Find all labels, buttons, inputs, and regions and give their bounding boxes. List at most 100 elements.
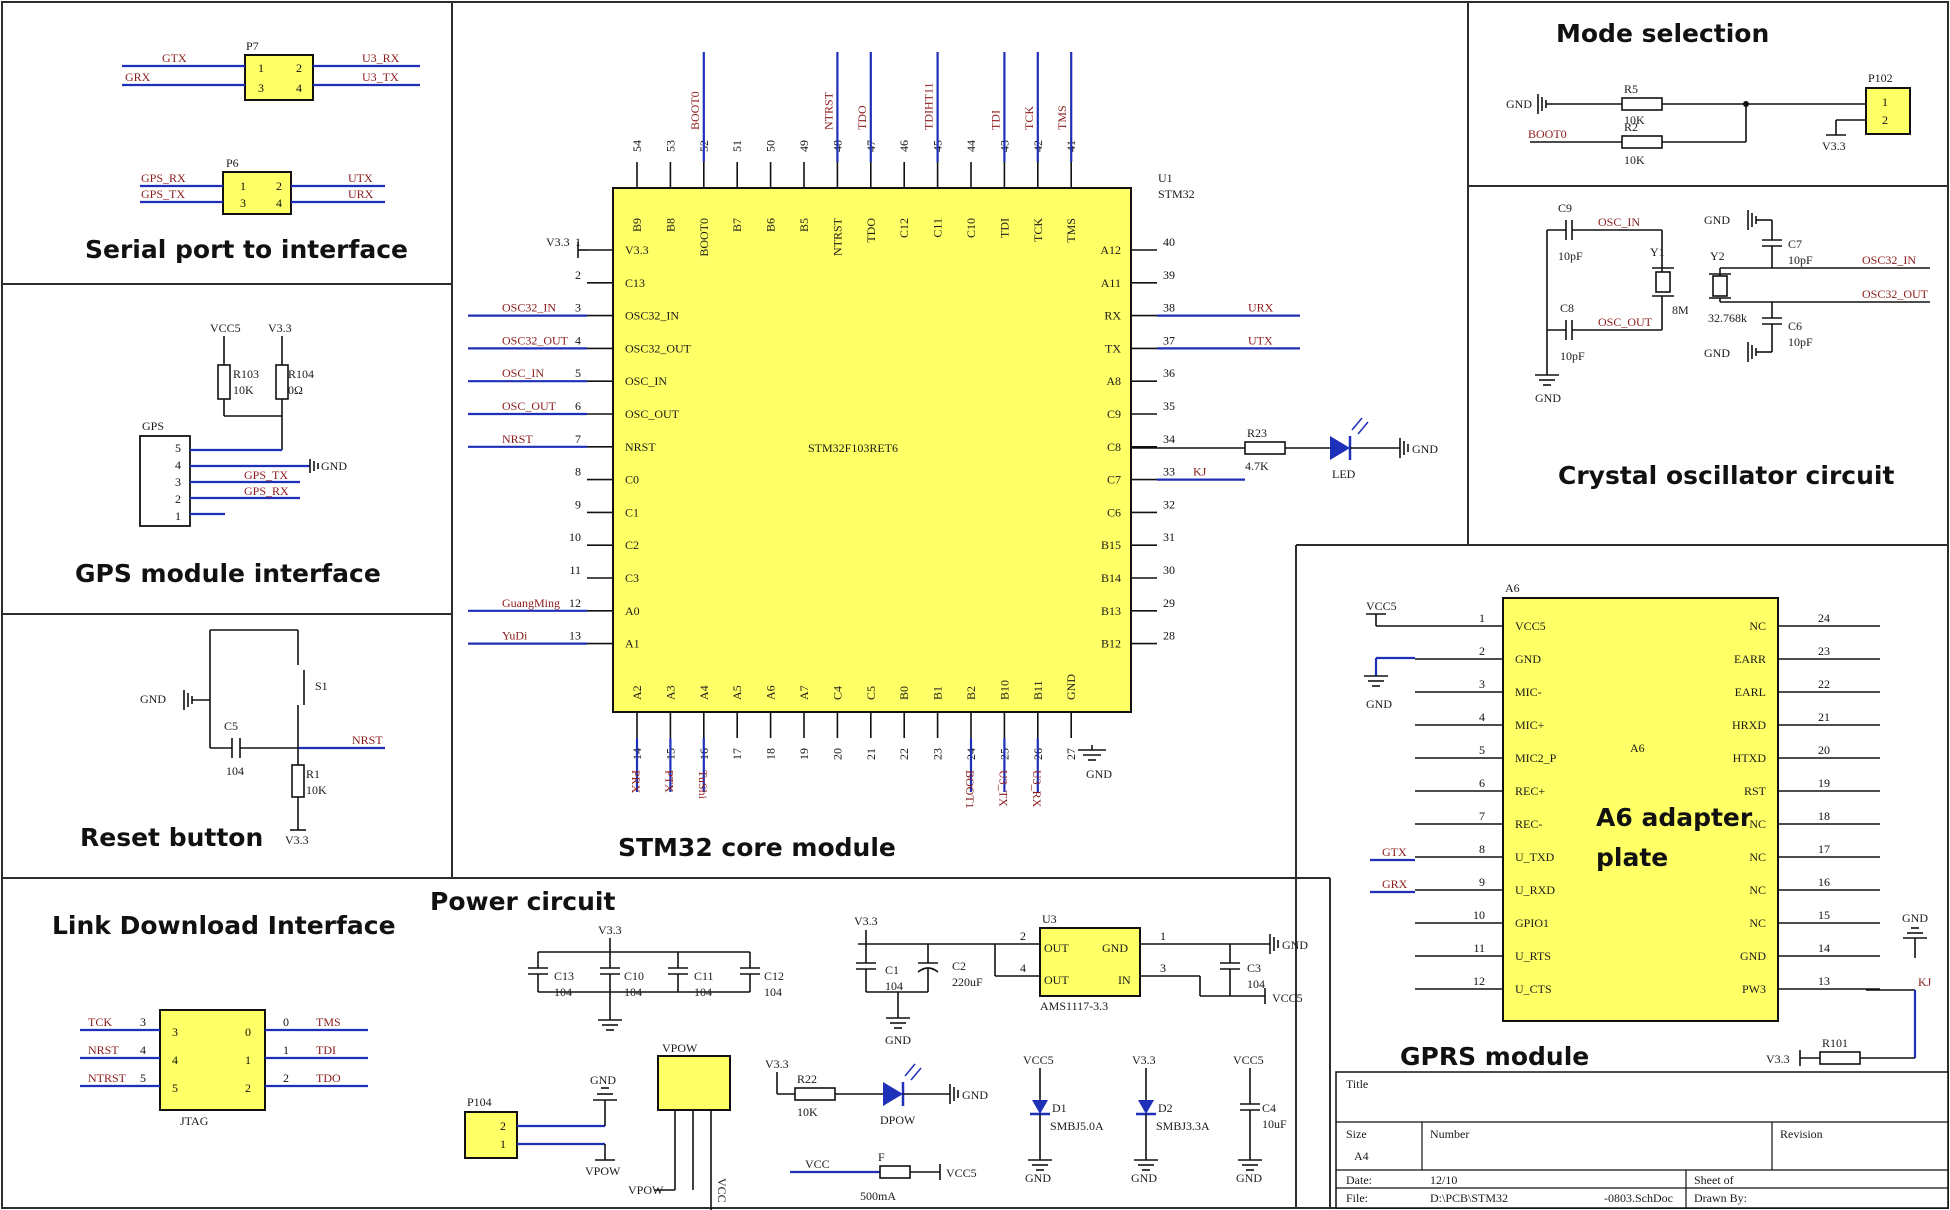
p104-pin1: 1 <box>500 1137 506 1151</box>
mode-boot0-label: BOOT0 <box>1528 127 1567 141</box>
mode-v33-label: V3.3 <box>1822 139 1846 153</box>
stm32-pin-5-label: OSC_IN <box>625 374 667 388</box>
stm32-pin-11-number: 11 <box>569 563 581 577</box>
a6-pin-17-number: 17 <box>1818 842 1830 856</box>
a6-pin-24-label: NC <box>1749 619 1766 633</box>
net-urx-label: URX <box>1248 301 1274 315</box>
jtag-pin0: 0 <box>245 1025 251 1039</box>
a6-gtx-label: GTX <box>1382 845 1407 859</box>
fuse-vcc5-label: VCC5 <box>946 1166 977 1180</box>
stm32-pin-27-number: 27 <box>1064 748 1078 760</box>
p102-ref: P102 <box>1868 71 1893 85</box>
a6-pin-17-label: NC <box>1749 850 1766 864</box>
p6-pin4: 4 <box>276 196 282 210</box>
u3-pin3: 3 <box>1160 961 1166 975</box>
pwr-v33-label: V3.3 <box>598 923 622 937</box>
stm32-pin-28-number: 28 <box>1163 629 1175 643</box>
p104-gnd-label: GND <box>590 1073 616 1087</box>
stm32-pin-30-number: 30 <box>1163 563 1175 577</box>
net-tushi-label: TuShi <box>696 770 710 800</box>
fuse-value: 500mA <box>860 1189 896 1203</box>
stm32-pin-32-label: C6 <box>1107 505 1121 519</box>
p7-pin2: 2 <box>296 61 302 75</box>
a6-gnd-right-label: GND <box>1902 911 1928 925</box>
r2-resistor <box>1621 135 1663 149</box>
stm32-pin-4-label: OSC32_OUT <box>625 341 692 355</box>
a6-pin-6-label: REC+ <box>1515 784 1545 798</box>
u3-in-label: IN <box>1118 973 1131 987</box>
stm32-pin-39-number: 39 <box>1163 268 1175 282</box>
stm32-pin-37-label: TX <box>1105 341 1121 355</box>
stm32-pin-40-label: A12 <box>1100 243 1121 257</box>
osc32-in-label: OSC32_IN <box>1862 253 1916 267</box>
a6-pin-16-label: NC <box>1749 883 1766 897</box>
a6-pin-11-number: 11 <box>1473 941 1485 955</box>
stm32-pin-7-label: NRST <box>625 440 656 454</box>
stm32-pin-44-label: C10 <box>964 218 978 238</box>
stm32-pin-8-number: 8 <box>575 465 581 479</box>
jtag-pin4: 4 <box>172 1053 178 1067</box>
cap-c10-ref: C10 <box>624 969 644 983</box>
net-ptx-label: PTX <box>662 770 676 793</box>
a6-grx-label: GRX <box>1382 877 1408 891</box>
c1-ref: C1 <box>885 963 899 977</box>
gps-pin2: 2 <box>175 492 181 506</box>
tb-title: Title <box>1346 1077 1368 1091</box>
stm32-pin-27-label: GND <box>1064 674 1078 700</box>
stm32-pin-44-number: 44 <box>964 140 978 152</box>
p6-net-gpstx: GPS_TX <box>141 187 185 201</box>
r101-resistor <box>1819 1051 1861 1065</box>
link-section-title: Link Download Interface <box>52 911 396 940</box>
a6-plate-line2: plate <box>1596 843 1668 872</box>
c3-vcc5-label: VCC5 <box>1272 991 1303 1005</box>
stm32-pin-20-label: C4 <box>830 686 844 700</box>
net-tdi-label: TDI <box>988 110 1002 130</box>
stm32-pin-13-number: 13 <box>569 629 581 643</box>
p6-pin1: 1 <box>240 179 246 193</box>
a6-pin-10-label: GPIO1 <box>1515 916 1549 930</box>
net-boot0-label: BOOT0 <box>688 91 702 130</box>
u3-pin4: 4 <box>1020 961 1026 975</box>
a6-pin-5-number: 5 <box>1479 743 1485 757</box>
a6-pin-18-label: NC <box>1749 817 1766 831</box>
stm32-pin-35-label: C9 <box>1107 407 1121 421</box>
c9-ref: C9 <box>1558 201 1572 215</box>
a6-pin-2-number: 2 <box>1479 644 1485 658</box>
stm32-pin-1-label: V3.3 <box>625 243 649 257</box>
stm32-pin-21-label: C5 <box>864 686 878 700</box>
p104-vpow-label: VPOW <box>585 1164 621 1178</box>
r22-value: 10K <box>797 1105 818 1119</box>
stm32-pin-34-label: C8 <box>1107 440 1121 454</box>
stm32-pin-25-label: B10 <box>997 680 1011 700</box>
stm32-pin-42-label: TCK <box>1031 218 1045 242</box>
a6-pins: 1VCC52GND3MIC-4MIC+5MIC2_P6REC+7REC-8U_T… <box>1415 611 1880 996</box>
stm32-pin-48-label: NTRST <box>830 217 844 256</box>
tb-file-doc: -0803.SchDoc <box>1604 1191 1673 1205</box>
u3-pin1: 1 <box>1160 929 1166 943</box>
a6-pin-6-number: 6 <box>1479 776 1485 790</box>
stm32-pin-49-number: 49 <box>797 140 811 152</box>
p102-pin2: 2 <box>1882 113 1888 127</box>
c4-vcc5-label: VCC5 <box>1233 1053 1264 1067</box>
a6-pin-3-label: MIC- <box>1515 685 1542 699</box>
gps-vcc5-label: VCC5 <box>210 321 241 335</box>
net-tdo-label: TDO <box>855 105 869 130</box>
tb-date-value: 12/10 <box>1430 1173 1457 1187</box>
a6-pin-11-label: U_RTS <box>1515 949 1551 963</box>
stm32-pin-38-number: 38 <box>1163 301 1175 315</box>
a6-pin-8-label: U_TXD <box>1515 850 1555 864</box>
stm32-pin-12-label: A0 <box>625 604 640 618</box>
stm32-pin-49-label: B5 <box>797 218 811 232</box>
dpow-led-icon <box>883 1082 903 1106</box>
r1-value: 10K <box>306 783 327 797</box>
jtag-pin3: 3 <box>172 1025 178 1039</box>
r2-value: 10K <box>1624 153 1645 167</box>
c2-value: 220uF <box>952 975 983 989</box>
reset-group: GND S1 C5 104 NRST R1 10K V3.3 <box>140 629 385 847</box>
c4-value: 10uF <box>1262 1117 1287 1131</box>
stm32-pin-30-label: B14 <box>1101 571 1121 585</box>
a6-pin-12-number: 12 <box>1473 974 1485 988</box>
net-boot1-label: BOOT1 <box>963 770 977 809</box>
p104-connector <box>464 1111 518 1159</box>
